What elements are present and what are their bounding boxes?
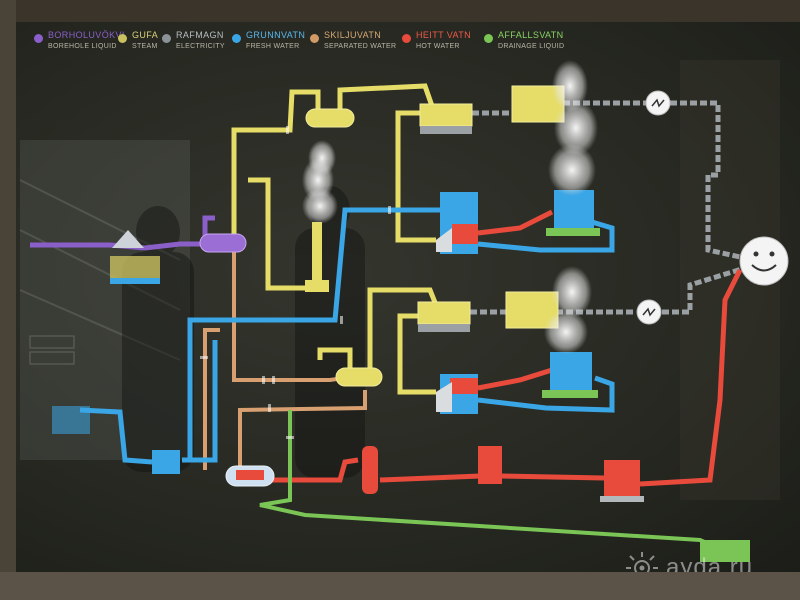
borehole-line-main bbox=[30, 215, 215, 251]
fresh-water-line-to-cooler-top bbox=[477, 219, 615, 253]
steam-line-lower-return bbox=[397, 313, 436, 395]
fresh-water-line-upper bbox=[187, 207, 470, 460]
borehole-lines bbox=[30, 215, 215, 251]
legend-sub: HOT WATER bbox=[416, 43, 460, 50]
intake-tank bbox=[52, 406, 90, 434]
legend-sub: SEPARATED WATER bbox=[324, 43, 397, 50]
heat-exchanger-upper bbox=[436, 192, 478, 254]
exhaust-stack bbox=[305, 222, 329, 292]
steam-plume-stack bbox=[302, 140, 338, 224]
legend-name: HEITT VATN bbox=[416, 30, 472, 40]
legend-name: SKILJUVATN bbox=[324, 30, 382, 40]
legend-dot-icon bbox=[232, 34, 241, 43]
bezel-top bbox=[0, 0, 800, 26]
hot-water-storage bbox=[600, 460, 644, 502]
legend-sub: ELECTRICITY bbox=[176, 43, 225, 50]
legend-sub: FRESH WATER bbox=[246, 43, 300, 50]
separated-water-line-lower bbox=[238, 390, 367, 470]
fresh-water-line-intake bbox=[79, 407, 153, 465]
legend-name: AFFALLSVATN bbox=[498, 30, 564, 40]
hot-water-line-lower bbox=[477, 367, 553, 391]
person-silhouette bbox=[122, 186, 365, 478]
legend-dot-icon bbox=[118, 34, 127, 43]
steam-separator-top bbox=[305, 108, 355, 128]
steam-line-upper-return bbox=[395, 110, 436, 243]
steam-plume-cooling-lower bbox=[544, 266, 592, 354]
legend: BORHOLUVÖKVI BOREHOLE LIQUID GUFA STEAM … bbox=[34, 28, 594, 74]
pump-fresh-water bbox=[152, 450, 180, 474]
hot-water-tank-1 bbox=[362, 446, 378, 494]
heat-exchanger-lower bbox=[436, 374, 478, 414]
drainage-basin bbox=[700, 540, 750, 562]
hot-water-lines bbox=[265, 209, 743, 487]
steam-line-lower-loop bbox=[317, 287, 441, 370]
window-reflection bbox=[19, 60, 780, 500]
smiley-consumer-icon bbox=[739, 236, 789, 286]
hot-water-pump bbox=[478, 446, 502, 484]
legend-name: BORHOLUVÖKVI bbox=[48, 30, 125, 40]
legend-dot-icon bbox=[402, 34, 411, 43]
separated-water-line-left bbox=[203, 328, 220, 470]
legend-name: GRUNNVATN bbox=[246, 30, 306, 40]
turbine-lower bbox=[417, 301, 471, 332]
legend-dot-icon bbox=[484, 34, 493, 43]
legend-name: GUFA bbox=[132, 30, 159, 40]
steam-separator-lower bbox=[335, 367, 383, 387]
legend-dot-icon bbox=[162, 34, 171, 43]
steam-lines bbox=[231, 83, 441, 395]
fresh-water-line-to-cooler-bottom bbox=[477, 375, 615, 413]
bezel-bottom bbox=[0, 572, 800, 600]
turbine-upper bbox=[419, 103, 473, 134]
hot-water-line-to-city bbox=[639, 268, 743, 487]
cooling-tower-lower bbox=[542, 352, 598, 398]
steam-plume-cooling-upper bbox=[548, 60, 598, 196]
cooling-tower-upper bbox=[546, 190, 600, 236]
hot-water-line-distribution bbox=[379, 473, 605, 483]
mixing-tank bbox=[225, 465, 275, 487]
steam-separator-upper bbox=[199, 233, 247, 253]
hot-water-line-upper bbox=[477, 209, 554, 236]
steam-line-upper-loop bbox=[231, 89, 321, 250]
hot-water-line-pipeline bbox=[265, 457, 359, 483]
legend-dot-icon bbox=[310, 34, 319, 43]
steam-line-to-stack bbox=[248, 177, 310, 291]
legend-sub: BOREHOLE LIQUID bbox=[48, 43, 117, 50]
steam-line-upper-right bbox=[337, 83, 435, 110]
borehole-well bbox=[110, 230, 160, 284]
legend-sub: STEAM bbox=[132, 43, 158, 50]
bezel-left bbox=[0, 0, 16, 600]
legend-name: RAFMAGN bbox=[176, 30, 224, 40]
legend-sub: DRAINAGE LIQUID bbox=[498, 43, 565, 50]
legend-dot-icon bbox=[34, 34, 43, 43]
pipe-joints bbox=[200, 126, 391, 439]
